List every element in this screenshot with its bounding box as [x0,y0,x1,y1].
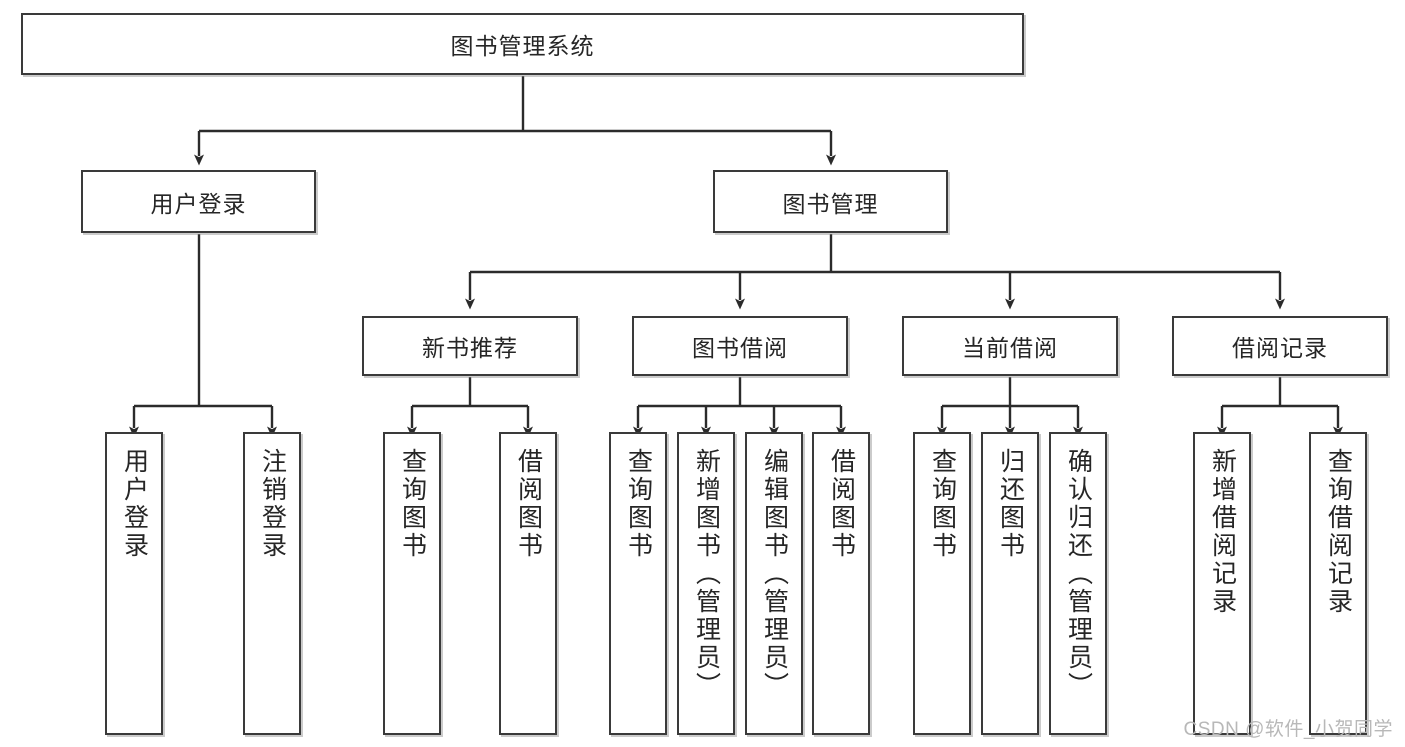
leaf-borrow-record-add[interactable]: 新增借阅记录 [1193,432,1251,735]
node-book-management[interactable]: 图书管理 [713,170,948,233]
leaf-label: 新增借阅记录 [1208,448,1237,616]
leaf-label: 用户登录 [120,448,149,560]
node-root[interactable]: 图书管理系统 [21,13,1024,75]
node-user-login[interactable]: 用户登录 [81,170,316,233]
leaf-label: 编辑图书（管理员） [760,448,789,700]
node-book-borrow-label: 图书借阅 [692,335,788,361]
watermark: CSDN @软件_小贺同学 [1183,719,1393,740]
leaf-label: 查询图书 [928,448,957,560]
node-user-login-label: 用户登录 [150,190,247,217]
leaf-current-borrow-return[interactable]: 归还图书 [981,432,1039,735]
node-root-label: 图书管理系统 [450,33,595,59]
leaf-new-book-query[interactable]: 查询图书 [383,432,441,735]
node-new-book-recommend-label: 新书推荐 [422,335,518,361]
node-new-book-recommend[interactable]: 新书推荐 [362,316,578,376]
leaf-label: 借阅图书 [827,448,856,560]
leaf-user-login-login[interactable]: 用户登录 [105,432,163,735]
leaf-borrow-record-query[interactable]: 查询借阅记录 [1309,432,1367,735]
leaf-user-login-logout[interactable]: 注销登录 [243,432,301,735]
leaf-current-borrow-confirm-return[interactable]: 确认归还（管理员） [1049,432,1107,735]
node-current-borrow[interactable]: 当前借阅 [902,316,1118,376]
node-borrow-record-label: 借阅记录 [1232,335,1328,361]
leaf-book-borrow-borrow[interactable]: 借阅图书 [812,432,870,735]
leaf-book-borrow-edit[interactable]: 编辑图书（管理员） [745,432,803,735]
leaf-book-borrow-add[interactable]: 新增图书（管理员） [677,432,735,735]
leaf-current-borrow-query[interactable]: 查询图书 [913,432,971,735]
node-borrow-record[interactable]: 借阅记录 [1172,316,1388,376]
leaf-label: 查询借阅记录 [1324,448,1353,616]
node-book-borrow[interactable]: 图书借阅 [632,316,848,376]
node-book-management-label: 图书管理 [782,190,879,217]
leaf-book-borrow-query[interactable]: 查询图书 [609,432,667,735]
leaf-label: 确认归还（管理员） [1064,448,1093,700]
leaf-new-book-borrow[interactable]: 借阅图书 [499,432,557,735]
leaf-label: 注销登录 [258,448,287,560]
node-current-borrow-label: 当前借阅 [962,335,1058,361]
leaf-label: 归还图书 [996,448,1025,560]
leaf-label: 查询图书 [398,448,427,560]
leaf-label: 查询图书 [624,448,653,560]
leaf-label: 借阅图书 [514,448,543,560]
leaf-label: 新增图书（管理员） [692,448,721,700]
